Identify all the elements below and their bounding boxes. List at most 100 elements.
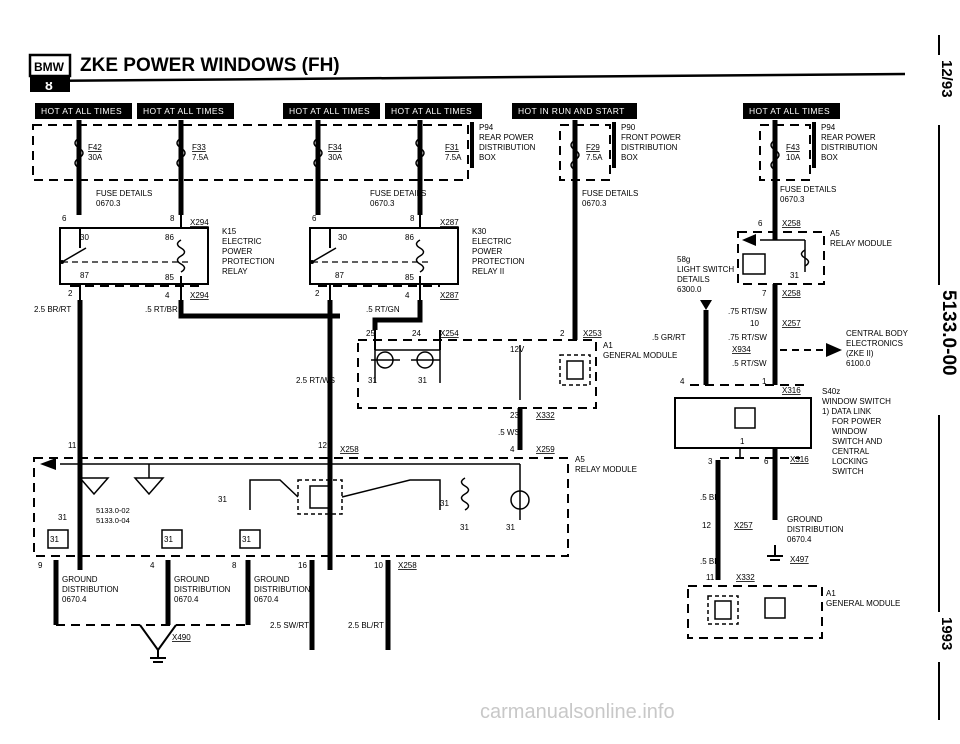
- connector-x332: X332: [736, 573, 755, 582]
- connector-x287: X287: [440, 291, 459, 300]
- label-k15-power: POWER: [222, 247, 252, 256]
- label-electronics: ELECTRONICS: [846, 339, 903, 348]
- label-k15-electric: ELECTRIC: [222, 237, 262, 246]
- label-k30-relay: RELAY II: [472, 267, 504, 276]
- hot-tag-5: HOT IN RUN AND START: [512, 103, 637, 119]
- pin: 11: [68, 441, 77, 450]
- label-a5: A5: [575, 455, 585, 464]
- pin: 1: [740, 437, 745, 446]
- label-6300: 6300.0: [677, 285, 702, 294]
- pin: 6: [758, 219, 763, 228]
- pin: 10: [374, 561, 383, 570]
- pin: 7: [762, 289, 767, 298]
- title-rule: [29, 72, 906, 83]
- label-rear-power: REAR POWER: [479, 133, 534, 142]
- label-rear-power-right: REAR POWER: [821, 133, 876, 142]
- label-zke-ii: (ZKE II): [846, 349, 874, 358]
- label-a1: A1: [826, 589, 836, 598]
- svg-text:HOT AT ALL TIMES: HOT AT ALL TIMES: [391, 106, 472, 116]
- label-p94-right: P94: [821, 123, 836, 132]
- fuse-details-2: FUSE DETAILS: [370, 189, 426, 198]
- label-general-module: GENERAL MODULE: [603, 351, 677, 360]
- label-12v: 12V: [510, 345, 525, 354]
- svg-text:HOT IN RUN AND START: HOT IN RUN AND START: [518, 106, 625, 116]
- label-distribution: DISTRIBUTION: [479, 143, 536, 152]
- pin: 87: [335, 271, 344, 280]
- pin: 3: [708, 457, 713, 466]
- connector-x287: X287: [440, 218, 459, 227]
- label-k30-power: POWER: [472, 247, 502, 256]
- ground-distribution: GROUND: [254, 575, 290, 584]
- fuse-f34-rating: 30A: [328, 153, 343, 162]
- pin: 2: [315, 289, 320, 298]
- fuse-box-front: [559, 120, 616, 300]
- fuse-f29-rating: 7.5A: [586, 153, 603, 162]
- bmw-logo-sub: 8: [45, 77, 53, 93]
- pin: 16: [298, 561, 307, 570]
- fuse-f29: F29: [586, 143, 600, 152]
- wire-label: .75 RT/SW: [728, 307, 767, 316]
- label-window: WINDOW: [832, 427, 868, 436]
- wire-label: 2.5 BR/RT: [34, 305, 71, 314]
- bmw-logo-text: BMW: [34, 60, 65, 74]
- label-k15-protection: PROTECTION: [222, 257, 275, 266]
- ground-pin: 31: [218, 495, 227, 504]
- hot-tag-2: HOT AT ALL TIMES: [137, 103, 234, 119]
- pin: 12: [702, 521, 711, 530]
- svg-text:HOT AT ALL TIMES: HOT AT ALL TIMES: [749, 106, 830, 116]
- label-central: CENTRAL: [832, 447, 870, 456]
- svg-text:HOT AT ALL TIMES: HOT AT ALL TIMES: [289, 106, 370, 116]
- pin: 6: [312, 214, 317, 223]
- connector-x254: X254: [440, 329, 459, 338]
- relay-module-a5: [33, 457, 569, 557]
- connector-x257: X257: [734, 521, 753, 530]
- relay-k30: [309, 215, 459, 300]
- label-front-distribution: DISTRIBUTION: [621, 143, 678, 152]
- svg-text:HOT AT ALL TIMES: HOT AT ALL TIMES: [41, 106, 122, 116]
- pin: 85: [165, 273, 174, 282]
- label-data-link: 1) DATA LINK: [822, 407, 872, 416]
- wire-label: 2.5 RT/WS: [296, 376, 335, 385]
- connector-x497: X497: [790, 555, 809, 564]
- pin: 4: [150, 561, 155, 570]
- connector-x934: X934: [732, 345, 751, 354]
- connector-x490: X490: [172, 633, 191, 642]
- pin: 10: [750, 319, 759, 328]
- pin: 4: [510, 445, 515, 454]
- connector-x316: X316: [782, 386, 801, 395]
- connector-x257: X257: [782, 319, 801, 328]
- fuse-f31: F31: [445, 143, 459, 152]
- connector-x258: X258: [398, 561, 417, 570]
- fuse-box-rear-right: [759, 120, 816, 210]
- pin: 8: [410, 214, 415, 223]
- connector-x294: X294: [190, 291, 209, 300]
- label-s40z: S40z: [822, 387, 840, 396]
- fuse-details-4-ref: 0670.3: [780, 195, 805, 204]
- fuse-box-rear-left: [32, 120, 469, 215]
- ground-distribution: 0670.4: [254, 595, 279, 604]
- pin: 86: [405, 233, 414, 242]
- pin: 12: [318, 441, 327, 450]
- label-relay-module: RELAY MODULE: [830, 239, 892, 248]
- pin: 4: [165, 291, 170, 300]
- ground-distribution: DISTRIBUTION: [174, 585, 231, 594]
- label-locking: LOCKING: [832, 457, 868, 466]
- connector-x258: X258: [782, 219, 801, 228]
- label-k30-electric: ELECTRIC: [472, 237, 512, 246]
- connector-x332: X332: [536, 411, 555, 420]
- label-distribution-right: DISTRIBUTION: [821, 143, 878, 152]
- pin: 30: [80, 233, 89, 242]
- ground-distribution: DISTRIBUTION: [62, 585, 119, 594]
- ground-pin: 31: [242, 535, 251, 544]
- wire-5-rt-gn: [372, 300, 423, 330]
- pin: 8: [232, 561, 237, 570]
- pin: 9: [38, 561, 43, 570]
- fuse-f42-rating: 30A: [88, 153, 103, 162]
- relay-module-a5-right: [737, 210, 825, 300]
- window-switch-s40z: [674, 384, 812, 520]
- wire-label: .5 BL: [700, 493, 719, 502]
- fuse-details-1: FUSE DETAILS: [96, 189, 152, 198]
- label-6100: 6100.0: [846, 359, 871, 368]
- ground-distribution: DISTRIBUTION: [254, 585, 311, 594]
- pin: 4: [405, 291, 410, 300]
